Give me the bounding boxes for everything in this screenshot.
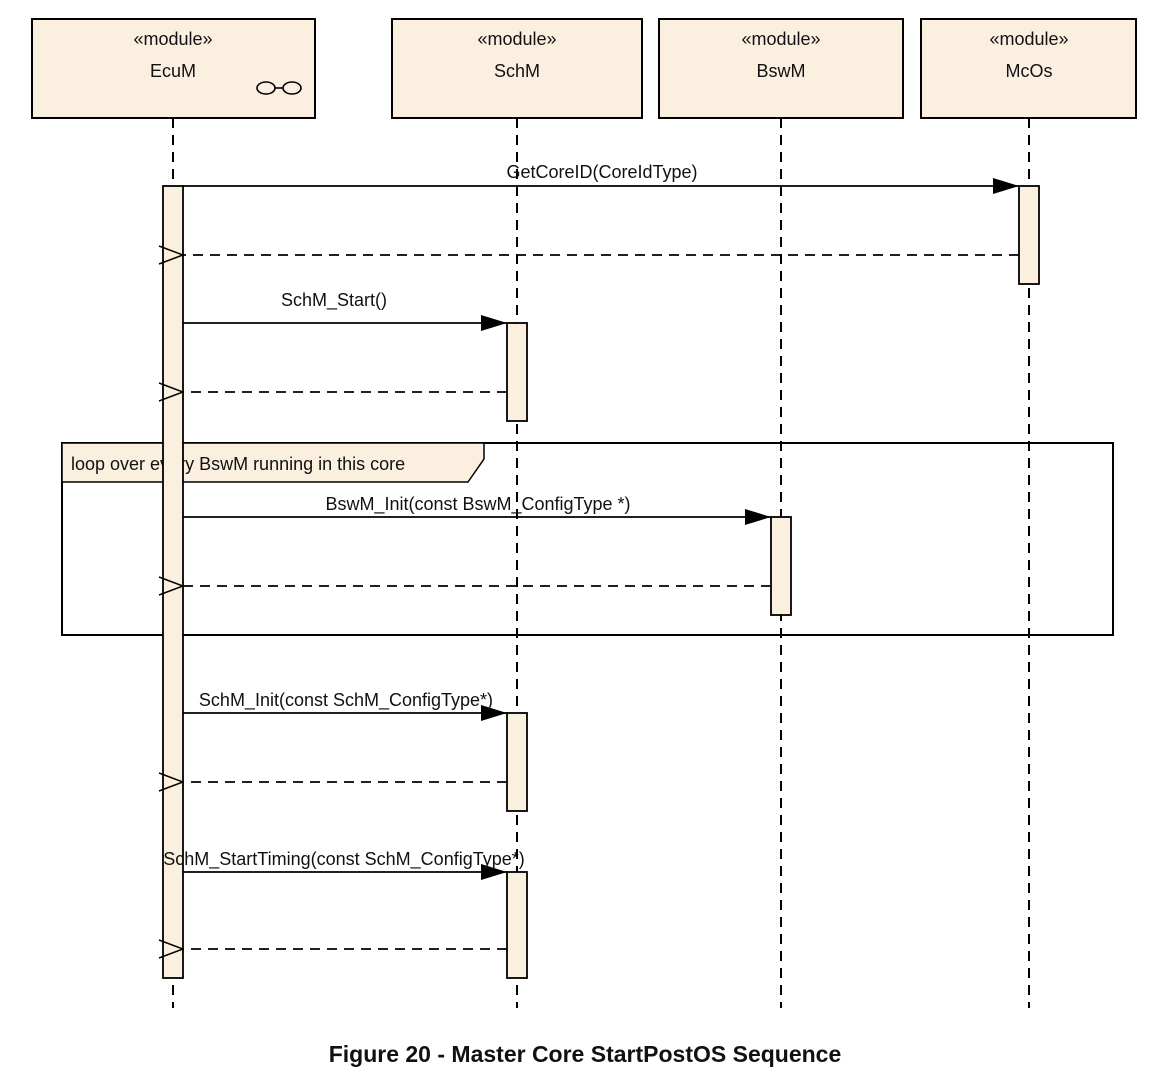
participant-name: SchM	[494, 61, 540, 81]
message-label: BswM_Init(const BswM_ConfigType *)	[325, 494, 630, 515]
participant-mcos: «module» McOs	[920, 18, 1137, 119]
activation-schm-start	[506, 322, 528, 422]
participant-name: BswM	[757, 61, 806, 81]
participant-bswm: «module» BswM	[658, 18, 904, 119]
activation-schm-init	[506, 712, 528, 812]
loop-fragment: loop over every BswM running in this cor…	[61, 442, 1114, 636]
figure-caption: Figure 20 - Master Core StartPostOS Sequ…	[329, 1041, 842, 1067]
activation-schm-start-timing	[506, 871, 528, 979]
participant-stereotype: «module»	[133, 29, 212, 49]
fragment-label: loop over every BswM running in this cor…	[71, 454, 405, 474]
activation-bswm-init	[770, 516, 792, 616]
message-label: SchM_Init(const SchM_ConfigType*)	[199, 690, 493, 711]
participant-schm: «module» SchM	[391, 18, 643, 119]
message-label: GetCoreID(CoreIdType)	[506, 162, 697, 182]
participant-name: McOs	[1006, 61, 1053, 81]
activation-mcos	[1018, 185, 1040, 285]
participant-stereotype: «module»	[741, 29, 820, 49]
participant-name: EcuM	[150, 61, 196, 81]
participant-stereotype: «module»	[477, 29, 556, 49]
participant-ecum: «module» EcuM	[31, 18, 316, 119]
participant-stereotype: «module»	[989, 29, 1068, 49]
message-label: SchM_StartTiming(const SchM_ConfigType*)	[163, 849, 524, 870]
message-label: SchM_Start()	[281, 290, 387, 311]
subsystem-glasses-icon	[256, 81, 302, 95]
